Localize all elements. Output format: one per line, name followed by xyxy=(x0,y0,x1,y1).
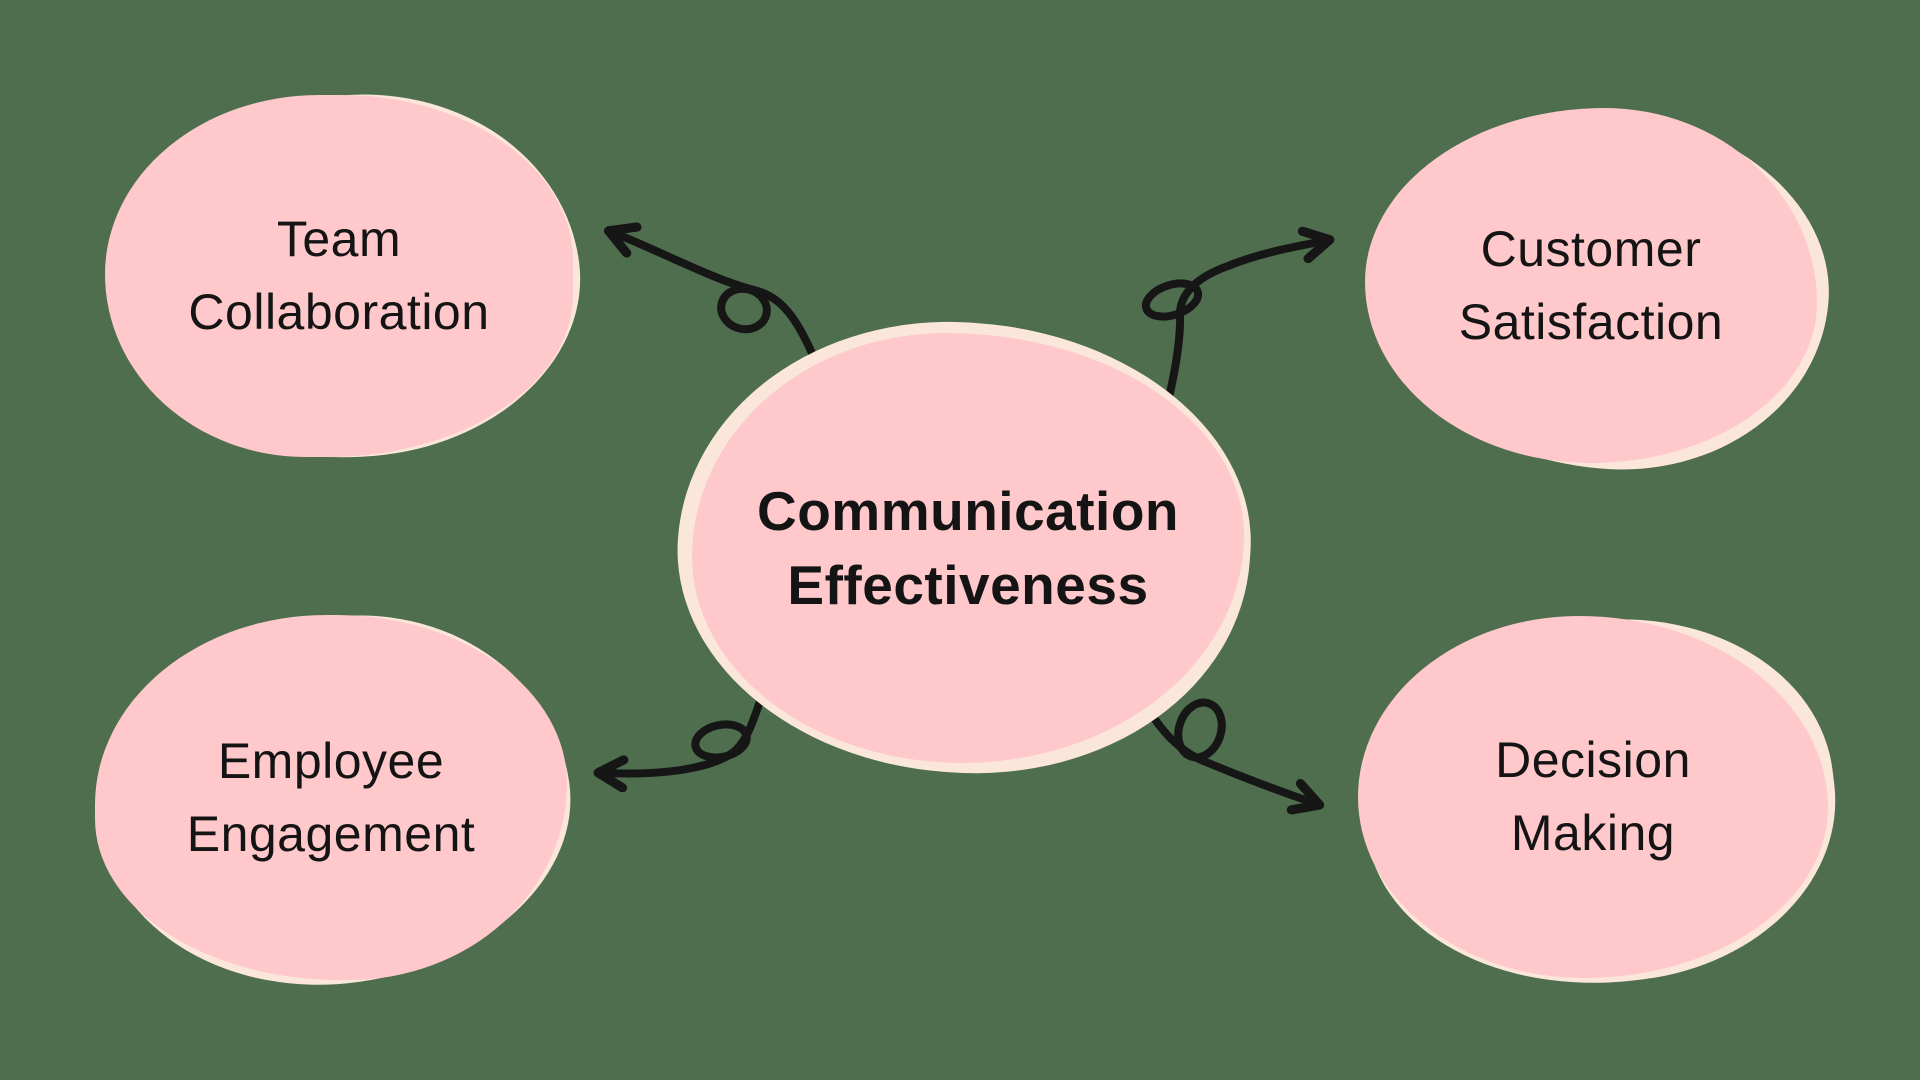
node-blob xyxy=(95,615,567,980)
label-line: Customer xyxy=(1480,220,1702,277)
node-blob xyxy=(692,333,1244,763)
label-line: Engagement xyxy=(186,805,476,862)
curly-arrow-to-decision-making[interactable] xyxy=(1136,690,1314,803)
node-label-customer-satisfaction: Customer Satisfaction xyxy=(1365,108,1817,463)
node-employee-engagement[interactable]: Employee Engagement xyxy=(74,587,593,1015)
node-blob xyxy=(1358,616,1828,978)
curly-arrow-loop-top-left xyxy=(717,284,771,334)
node-label-team-collaboration: Team Collaboration xyxy=(105,95,573,457)
node-blob xyxy=(105,95,573,457)
node-customer-satisfaction[interactable]: Customer Satisfaction xyxy=(1361,94,1844,488)
curly-arrow-loop-bottom-left xyxy=(691,720,751,762)
label-line: Effectiveness xyxy=(787,554,1149,616)
node-label-decision-making: Decision Making xyxy=(1358,616,1828,978)
label-line: Employee xyxy=(217,732,445,789)
label-line: Collaboration xyxy=(188,284,490,340)
node-team-collaboration[interactable]: Team Collaboration xyxy=(90,69,600,486)
node-label-communication-effectiveness: Communication Effectiveness xyxy=(692,333,1244,763)
label-line: Team xyxy=(276,211,402,267)
label-line: Communication xyxy=(756,480,1180,542)
node-decision-making[interactable]: Decision Making xyxy=(1344,593,1855,1011)
node-blob xyxy=(1365,108,1817,463)
label-line: Decision xyxy=(1495,732,1691,788)
curly-arrow-loop-bottom-right xyxy=(1174,698,1226,762)
label-line: Making xyxy=(1510,805,1676,861)
curly-arrow-to-customer-satisfaction[interactable] xyxy=(1154,241,1324,450)
label-line: Satisfaction xyxy=(1458,293,1724,350)
node-communication-effectiveness[interactable]: Communication Effectiveness xyxy=(663,303,1266,793)
node-label-employee-engagement: Employee Engagement xyxy=(95,615,567,980)
curly-arrow-loop-top-right xyxy=(1141,279,1203,321)
